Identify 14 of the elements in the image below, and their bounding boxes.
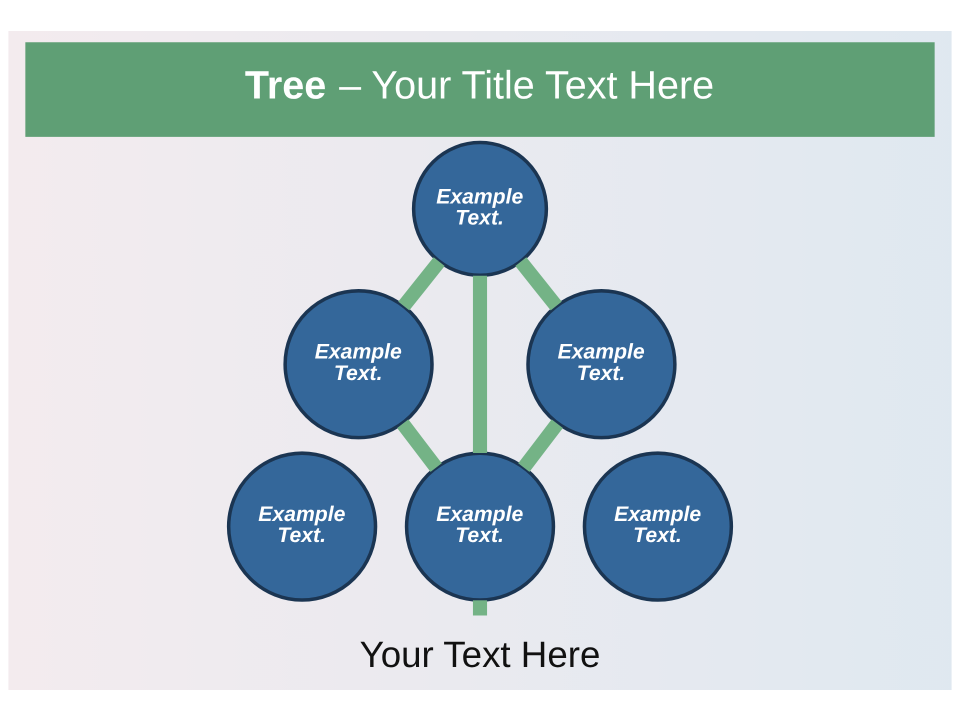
connector [472,275,488,452]
connector [515,256,562,310]
node-circle: Example Text. [582,450,734,602]
node-circle: Example Text. [226,450,378,602]
connector [398,256,445,310]
node-circle: Example Text. [404,450,556,602]
node-circle: Example Text. [412,140,548,277]
caption: Your Text Here [360,634,600,675]
connector [472,600,488,615]
node-circle: Example Text. [526,288,677,439]
connector [397,418,442,472]
diagram-title: Tree – Your Title Text Here [244,63,714,108]
node-circle: Example Text. [283,288,434,439]
connector [518,418,563,472]
